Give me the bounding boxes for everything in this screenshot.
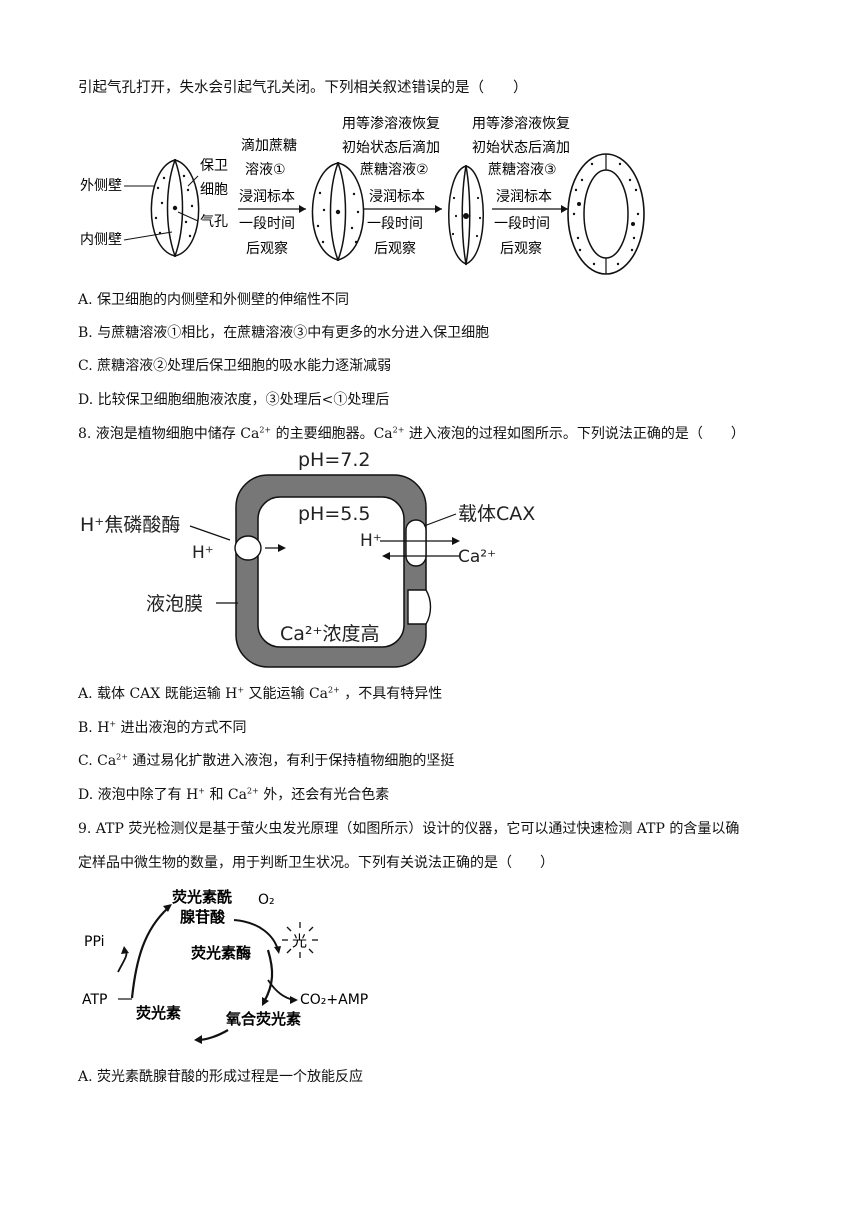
ca-ion-outside: Ca²⁺ bbox=[458, 547, 496, 567]
q8-option-c: C. Ca2+ 通过易化扩散进入液泡，有利于保持植物细胞的坚挺 bbox=[78, 752, 455, 769]
q8-option-b: B. H+ 进出液泡的方式不同 bbox=[78, 719, 247, 736]
enzyme-label: 荧光素酶 bbox=[191, 944, 251, 962]
atp-label: ATP bbox=[82, 992, 107, 1008]
step3-line1: 用等渗溶液恢复 bbox=[472, 115, 570, 132]
h-ion-left: H⁺ bbox=[192, 543, 214, 563]
step2-line6: 后观察 bbox=[374, 240, 416, 257]
oxyluciferin-label: 氧合荧光素 bbox=[225, 1010, 301, 1028]
step1-line1: 滴加蔗糖 bbox=[241, 137, 297, 154]
pyrophosphatase-pump bbox=[234, 535, 262, 561]
guard-cell-label-1: 保卫 bbox=[200, 158, 228, 174]
step3-line5: 一段时间 bbox=[494, 216, 550, 232]
q7-option-a: A. 保卫细胞的内侧壁和外侧壁的伸缩性不同 bbox=[78, 292, 350, 308]
guard-cell-after-solution-3 bbox=[567, 153, 645, 275]
guard-cell-diagram: 外侧壁 内侧壁 保卫 细胞 气孔 滴加蔗糖 溶液① 浸润标本 一段时间 后观察 … bbox=[80, 115, 570, 266]
step1-line4: 一段时间 bbox=[239, 216, 295, 232]
step3-line4: 浸润标本 bbox=[496, 189, 552, 205]
cycle-top-label-1: 荧光素酰 bbox=[172, 888, 232, 906]
q8-option-a: A. 载体 CAX 既能运输 H+ 又能运输 Ca2+ ，不具有特异性 bbox=[78, 685, 443, 702]
light-burst-icon bbox=[282, 922, 318, 958]
step2-line4: 浸润标本 bbox=[369, 189, 425, 205]
q8-option-d: D. 液泡中除了有 H+ 和 Ca2+ 外，还会有光合色素 bbox=[78, 786, 390, 803]
question-8-stem: 8. 液泡是植物细胞中储存 Ca2+ 的主要细胞器。Ca2+ 进入液泡的过程如图… bbox=[78, 425, 745, 442]
q7-option-b: B. 与蔗糖溶液①相比，在蔗糖溶液③中有更多的水分进入保卫细胞 bbox=[78, 325, 490, 341]
guard-cell-after-solution-2 bbox=[448, 164, 484, 266]
step2-line1: 用等渗溶液恢复 bbox=[342, 115, 440, 132]
question-9-stem-line1: 9. ATP 荧光检测仪是基于萤火虫发光原理（如图所示）设计的仪器，它可以通过快… bbox=[78, 821, 740, 837]
outer-wall-label: 外侧壁 bbox=[80, 178, 122, 194]
step1-line5: 后观察 bbox=[246, 240, 288, 257]
membrane-label: 液泡膜 bbox=[146, 593, 203, 615]
luciferin-label: 荧光素 bbox=[136, 1004, 181, 1022]
question-9-stem-line2: 定样品中微生物的数量，用于判断卫生状况。下列有关说法正确的是（ ） bbox=[78, 855, 554, 871]
step3-line3: 蔗糖溶液③ bbox=[488, 162, 557, 178]
ph-inside: pH=5.5 bbox=[298, 503, 370, 525]
cycle-top-label-2: 腺苷酸 bbox=[180, 908, 226, 926]
guard-cell-label-2: 细胞 bbox=[200, 182, 228, 198]
inner-wall-label: 内侧壁 bbox=[80, 232, 122, 248]
step2-line3: 蔗糖溶液② bbox=[360, 162, 429, 178]
guard-cell-initial bbox=[150, 158, 200, 258]
step1-line3: 浸润标本 bbox=[239, 189, 295, 205]
ppi-label: PPi bbox=[84, 934, 104, 950]
step1-line2: 溶液① bbox=[245, 162, 286, 178]
luciferase-cycle-diagram: 荧光素酰 腺苷酸 O₂ 荧光素酶 光 PPi ATP CO₂+AMP 荧光素 氧… bbox=[82, 888, 368, 1044]
q7-option-c: C. 蔗糖溶液②处理后保卫细胞的吸水能力逐渐减弱 bbox=[78, 358, 392, 374]
h-ion-right: H⁺ bbox=[360, 531, 382, 551]
o2-label: O₂ bbox=[258, 892, 275, 908]
step3-line6: 后观察 bbox=[500, 240, 542, 257]
step3-line2: 初始状态后滴加 bbox=[472, 139, 570, 156]
membrane-protein bbox=[407, 589, 432, 625]
q7-option-d: D. 比较保卫细胞细胞液浓度，③处理后<①处理后 bbox=[78, 392, 390, 408]
carrier-label: 载体CAX bbox=[458, 503, 535, 525]
carrier-cax bbox=[405, 519, 427, 567]
vacuole-diagram: pH=7.2 pH=5.5 H⁺焦磷酸酶 H⁺ 载体CAX H⁺ Ca²⁺ 液泡… bbox=[80, 449, 535, 668]
step2-line5: 一段时间 bbox=[367, 216, 423, 232]
guard-cell-after-solution-1 bbox=[311, 161, 365, 262]
q9-option-a: A. 荧光素酰腺苷酸的形成过程是一个放能反应 bbox=[78, 1069, 364, 1085]
pump-label: H⁺焦磷酸酶 bbox=[80, 514, 180, 536]
stoma-label: 气孔 bbox=[200, 214, 228, 230]
ph-outside: pH=7.2 bbox=[298, 449, 370, 471]
question-7-stem: 引起气孔打开，失水会引起气孔关闭。下列相关叙述错误的是（ ） bbox=[78, 80, 528, 96]
light-label: 光 bbox=[292, 932, 307, 950]
co2-amp-label: CO₂+AMP bbox=[300, 992, 368, 1008]
step2-line2: 初始状态后滴加 bbox=[342, 139, 440, 156]
ca-high-label: Ca²⁺浓度高 bbox=[280, 623, 380, 645]
